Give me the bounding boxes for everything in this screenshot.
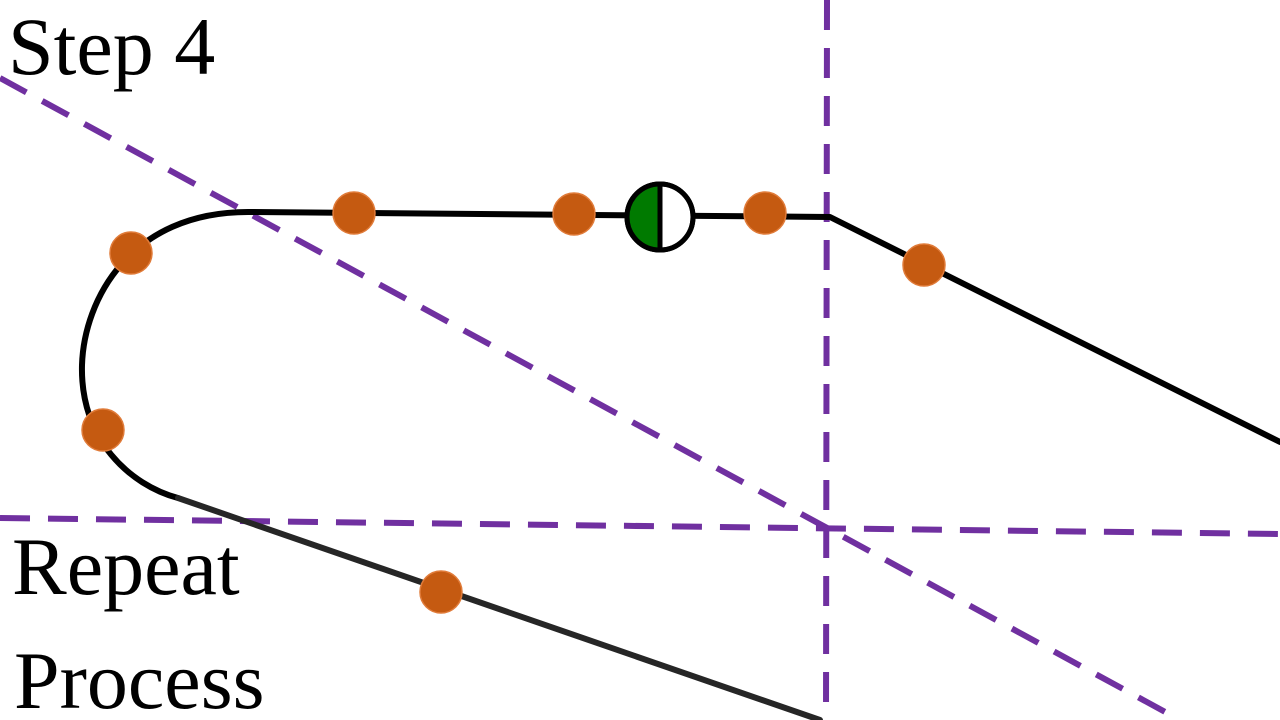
guide-line-diagonal [0, 75, 1182, 720]
marker [109, 231, 153, 275]
track-lower [175, 495, 823, 720]
track [78, 209, 1280, 720]
markers [81, 191, 946, 614]
track-upper [78, 209, 1280, 501]
marker [552, 192, 596, 236]
guide-line-horizontal [0, 515, 1280, 537]
half-filled-circle-icon [624, 181, 696, 253]
caption-line-2: Process [14, 635, 265, 720]
marker [743, 191, 787, 235]
marker [332, 191, 376, 235]
marker [902, 243, 946, 287]
marker [81, 408, 125, 452]
caption-line-1: Repeat [12, 521, 240, 612]
marker [419, 570, 463, 614]
step-title: Step 4 [8, 1, 216, 92]
guide-line-vertical [823, 0, 830, 720]
